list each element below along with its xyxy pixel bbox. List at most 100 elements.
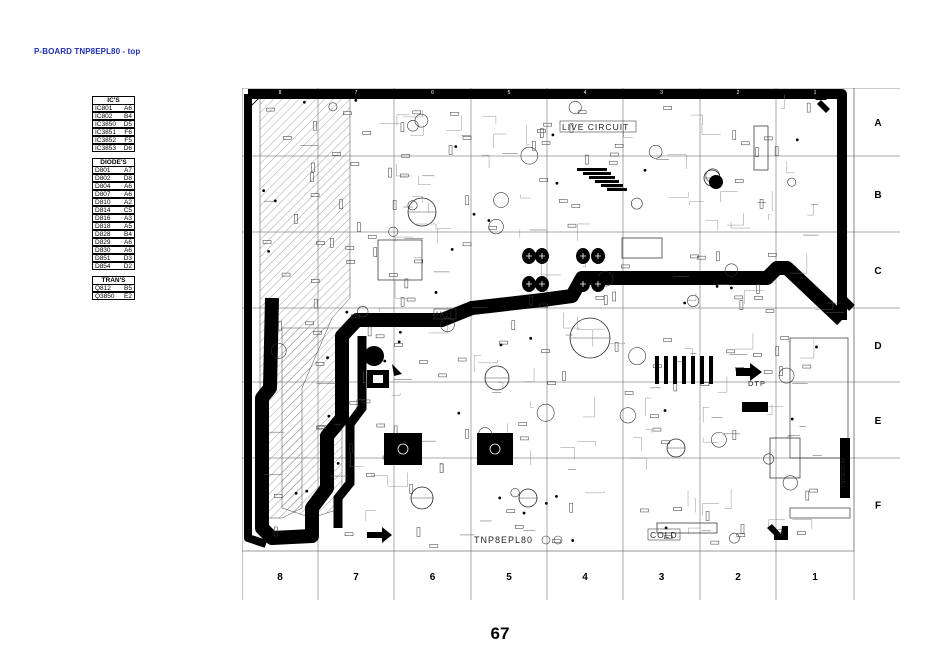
ref-row: D802 D8: [92, 174, 135, 182]
top-column-label: 4: [584, 90, 587, 96]
ref-part: D810: [95, 199, 111, 206]
ref-location: A6: [124, 105, 132, 112]
column-label: 7: [353, 572, 359, 583]
ref-row: D851 D3: [92, 254, 135, 262]
ref-row: D810 A2: [92, 198, 135, 206]
dtp-label: DTP: [748, 379, 766, 388]
ref-part: D830: [95, 247, 111, 254]
ref-part: D804: [95, 183, 111, 190]
ref-row: D818 A5: [92, 222, 135, 230]
board-outline-trace: [244, 89, 855, 548]
ref-part: IC3850: [95, 121, 116, 128]
pcb-board-layout: LIVE CIRCUIT HOT COLD TNP8EPL80 DTP TNP8…: [242, 88, 900, 600]
rectifier-bridge: [522, 248, 605, 292]
ref-part: D801: [95, 167, 111, 174]
top-column-label: 5: [508, 90, 511, 96]
traces-layer: [349, 94, 834, 535]
ref-part: D854: [95, 263, 111, 270]
vertical-board-name: TNP8EPL80: [841, 457, 847, 488]
row-label: C: [874, 266, 881, 277]
ref-location: A2: [124, 199, 132, 206]
top-column-label: 3: [660, 90, 663, 96]
row-label: A: [874, 118, 881, 129]
arrow-icon-top-right: [815, 94, 830, 113]
live-circuit-label: LIVE CIRCUIT: [562, 122, 629, 132]
ref-row: Q812 B5: [92, 284, 135, 292]
transformer-pad-right: [477, 433, 513, 465]
arrow-icon-dtp: [736, 363, 762, 381]
ref-location: E2: [124, 293, 132, 300]
ref-location: D5: [123, 121, 132, 128]
ref-part: D851: [95, 255, 111, 262]
fuse-pad: [364, 346, 384, 366]
ref-part: D828: [95, 231, 111, 238]
page-title: P-BOARD TNP8EPL80 - top: [34, 47, 141, 56]
transformer-pad-left: [384, 433, 422, 465]
ref-part: D818: [95, 223, 111, 230]
row-label: E: [875, 416, 882, 427]
arrow-icon-top-left: [251, 98, 260, 107]
ref-location: D8: [123, 175, 132, 182]
ref-location: A6: [124, 239, 132, 246]
ref-part: D829: [95, 239, 111, 246]
ref-location: C5: [123, 207, 132, 214]
ref-location: A6: [124, 183, 132, 190]
ref-row: Q3850 E2: [92, 292, 135, 300]
arrow-icon-bottom-right: [767, 524, 788, 540]
arrow-icon-center: [392, 364, 402, 376]
ref-row: IC3850 D5: [92, 120, 135, 128]
top-column-label: 1: [814, 90, 817, 96]
ref-part: IC3853: [95, 145, 116, 152]
ref-location: A5: [124, 223, 132, 230]
top-column-label: 7: [355, 90, 358, 96]
ref-group-heading: IC'S: [92, 96, 135, 104]
ref-location: D3: [123, 255, 132, 262]
hot-label: HOT: [436, 311, 453, 320]
board-name-label: TNP8EPL80: [474, 535, 533, 545]
ref-location: D6: [123, 145, 132, 152]
connector-frame: [789, 337, 849, 459]
ref-row: D814 C5: [92, 206, 135, 214]
ref-row: D804 A6: [92, 182, 135, 190]
top-column-label: 6: [431, 90, 434, 96]
ref-row: D829 A6: [92, 238, 135, 246]
ref-part: D802: [95, 175, 111, 182]
ref-part: Q812: [95, 285, 111, 292]
page-number: 67: [490, 624, 510, 643]
heatsink-fins: [577, 168, 768, 412]
ref-part: IC801: [95, 105, 113, 112]
ref-group-heading: TRAN'S: [92, 276, 135, 284]
ref-part: IC802: [95, 113, 113, 120]
ref-part: D814: [95, 207, 111, 214]
ref-part: D807: [95, 191, 111, 198]
pcb-board-svg: LIVE CIRCUIT HOT COLD TNP8EPL80 DTP TNP8…: [242, 88, 900, 600]
column-label: 6: [430, 572, 436, 583]
ref-location: A6: [124, 191, 132, 198]
ref-row: D801 A7: [92, 166, 135, 174]
top-column-label: 8: [279, 90, 282, 96]
connector-vertical: [840, 438, 850, 498]
top-column-labels: 8 7 6 5 4 3 2 1: [279, 90, 817, 96]
row-label: B: [874, 190, 881, 201]
column-label: 2: [735, 572, 741, 583]
column-label: 4: [582, 572, 588, 583]
ref-location: B5: [124, 285, 132, 292]
ref-part: D816: [95, 215, 111, 222]
ref-row: IC801 A6: [92, 104, 135, 112]
ref-part: Q3850: [95, 293, 115, 300]
ref-location: A7: [124, 167, 132, 174]
top-column-label: 2: [737, 90, 740, 96]
ref-part: IC3851: [95, 129, 116, 136]
ref-part: IC3852: [95, 137, 116, 144]
arrow-icon-bottom-left: [367, 527, 392, 543]
